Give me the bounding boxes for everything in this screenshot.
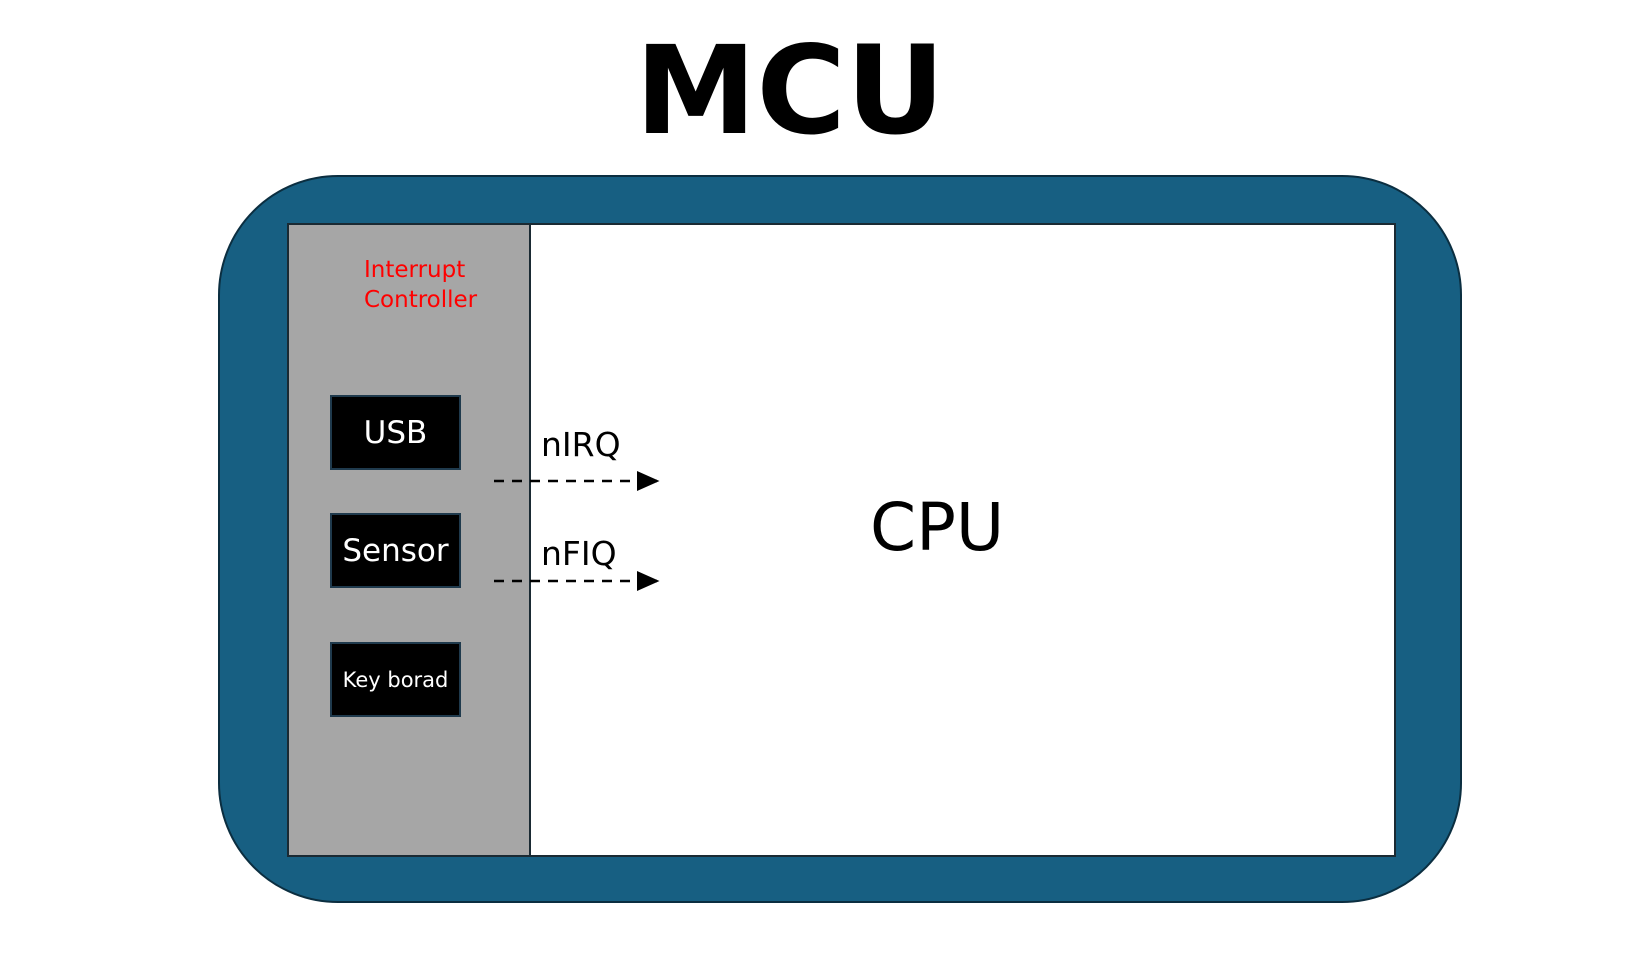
nfiq-signal-label: nFIQ <box>541 534 617 573</box>
usb-device-block[interactable]: USB <box>330 395 461 470</box>
interrupt-controller-label-line1: Interrupt <box>364 257 466 283</box>
interrupt-controller-label: Interrupt Controller <box>364 255 477 315</box>
diagram-title: MCU <box>634 20 945 162</box>
interrupt-controller-panel: Interrupt Controller USB Sensor Key bora… <box>289 225 531 855</box>
nirq-signal-label: nIRQ <box>541 425 621 464</box>
mcu-inner-area: Interrupt Controller USB Sensor Key bora… <box>287 223 1396 857</box>
sensor-device-block[interactable]: Sensor <box>330 513 461 588</box>
interrupt-controller-label-line2: Controller <box>364 287 478 313</box>
keyboard-device-block[interactable]: Key borad <box>330 642 461 717</box>
cpu-label: CPU <box>870 489 1005 566</box>
